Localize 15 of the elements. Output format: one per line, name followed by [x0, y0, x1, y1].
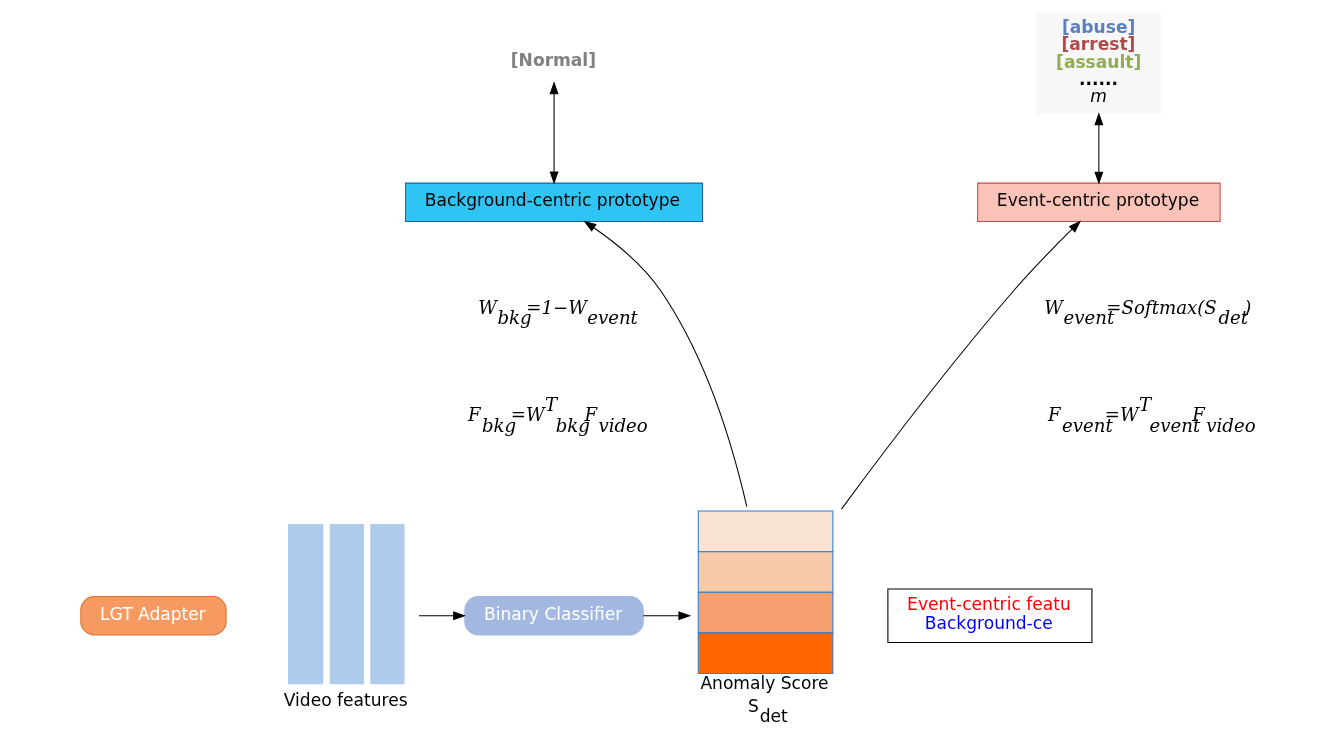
node-label: Anomaly Score — [699, 672, 829, 693]
arrow — [549, 80, 559, 184]
node-box: Event-centric featu Background-ce — [886, 588, 1092, 643]
arrow — [1093, 111, 1103, 185]
arrow — [642, 610, 691, 620]
arrow — [583, 220, 747, 507]
node-box: Event-centric prototype — [976, 182, 1221, 222]
node-box: Background-centric prototype — [404, 182, 703, 222]
node-label: Video features — [283, 689, 408, 710]
node-box: LGT Adapter — [79, 595, 227, 636]
node-box: [abuse] [arrest] [assault] ...... m — [1035, 12, 1161, 114]
node-box: Binary Classifier — [463, 595, 644, 636]
arrow — [417, 610, 466, 620]
arrow — [840, 219, 1081, 510]
node-text: [Normal] — [510, 49, 596, 70]
